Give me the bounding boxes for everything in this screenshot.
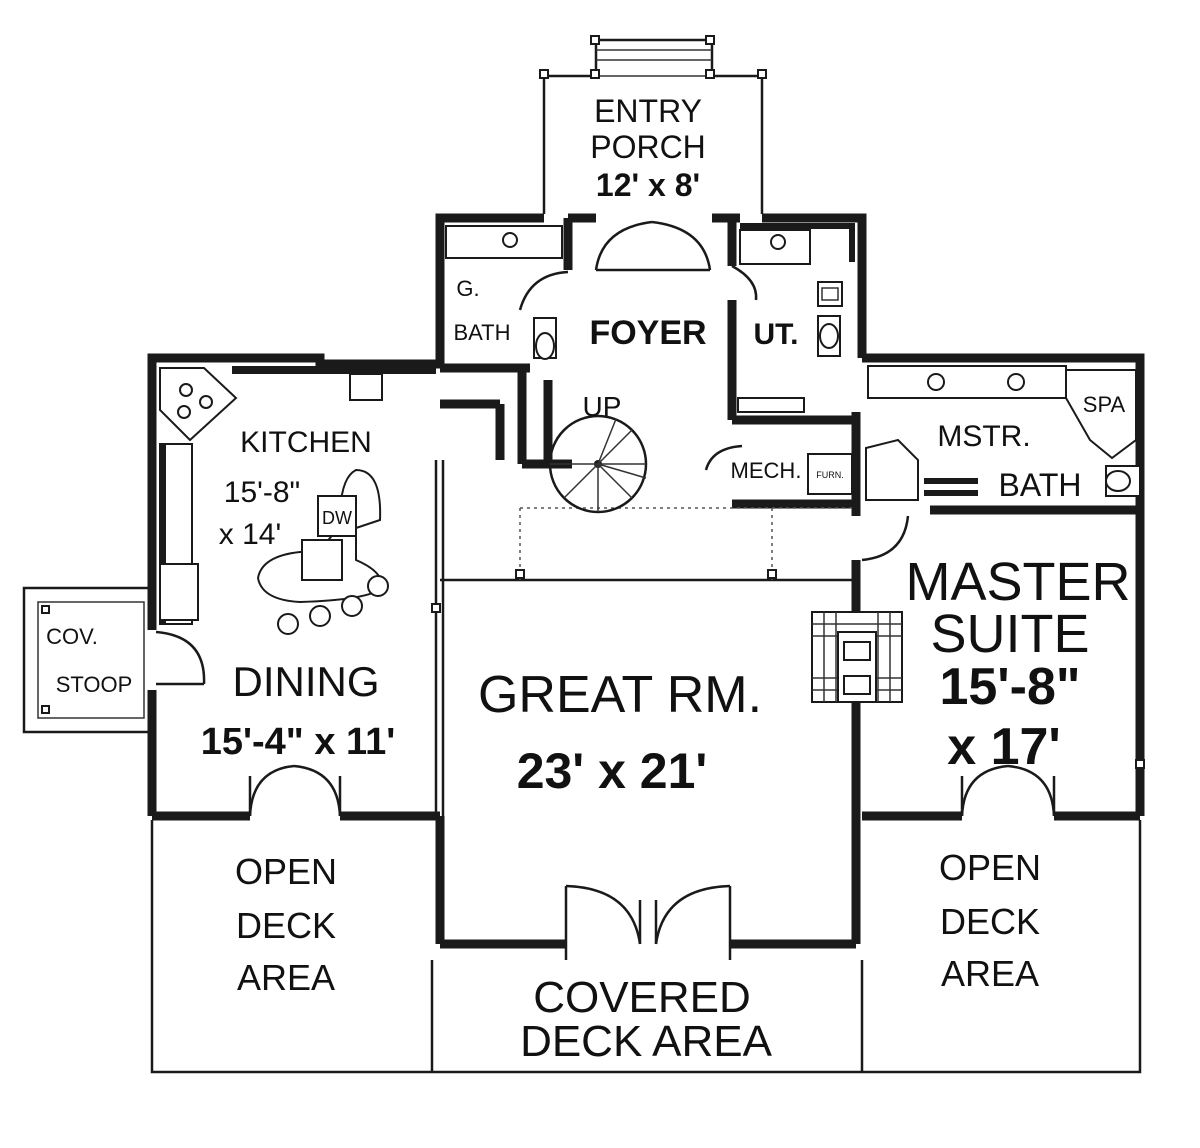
master-suite-label: SUITE — [930, 604, 1089, 664]
master-bath-fixtures — [865, 365, 1141, 501]
open-deck-left-label: DECK — [236, 905, 336, 946]
stair-label: UP — [583, 391, 622, 422]
open-deck-left-label: OPEN — [235, 851, 337, 892]
sink-icon — [1007, 373, 1025, 391]
covered-deck-label: COVERED — [533, 973, 751, 1022]
furnace-label: FURN. — [816, 470, 844, 480]
stool-icon — [277, 613, 299, 635]
interior-walls — [434, 218, 1140, 816]
foyer-label: FOYER — [589, 314, 706, 352]
furnace-icon — [807, 453, 853, 495]
stool-icon — [341, 595, 363, 617]
great-room-door-icon[interactable] — [564, 884, 732, 960]
cov-stoop-label: STOOP — [56, 672, 133, 697]
master-suite-size: x 17' — [947, 718, 1061, 776]
guest-bath-label: G. — [456, 276, 479, 301]
kitchen-label: KITCHEN — [240, 426, 372, 459]
open-deck-right-label: DECK — [940, 901, 1040, 942]
fireplace-icon — [811, 611, 903, 703]
mech-fixtures — [704, 444, 853, 495]
open-deck-left-label: AREA — [237, 957, 335, 998]
entry-porch-label: ENTRY — [594, 93, 702, 129]
cov-stoop-label: COV. — [46, 624, 98, 649]
spiral-stair-icon[interactable] — [548, 414, 648, 514]
open-deck-right-label: OPEN — [939, 847, 1041, 888]
spa-tub-icon — [1065, 369, 1137, 460]
posts — [41, 35, 1145, 769]
stool-icon — [367, 575, 389, 597]
stool-icon — [309, 605, 331, 627]
sink-icon — [770, 234, 786, 250]
entry-porch-size: 12' x 8' — [596, 167, 700, 203]
master-suite-size: 15'-8" — [939, 658, 1080, 716]
open-deck-right-label: AREA — [941, 953, 1039, 994]
dining-door-icon[interactable] — [248, 764, 342, 817]
dishwasher-label: DW — [322, 508, 352, 528]
master-bath-label: BATH — [999, 467, 1082, 503]
mech-label: MECH. — [731, 458, 802, 483]
sink-icon — [502, 232, 518, 248]
dining-size: 15'-4" x 11' — [201, 721, 396, 763]
dining-label: DINING — [233, 658, 380, 705]
guest-bath-fixtures — [445, 225, 569, 360]
kitchen-fixtures — [155, 366, 436, 686]
master-suite-label: MASTER — [905, 552, 1130, 612]
master-bath-label: MSTR. — [937, 420, 1030, 453]
entry-porch-label: PORCH — [590, 129, 706, 165]
kitchen-size: x 14' — [219, 518, 281, 551]
spa-label: SPA — [1083, 392, 1126, 417]
great-room-size: 23' x 21' — [517, 743, 708, 799]
utility-fixtures — [731, 223, 855, 413]
kitchen-size: 15'-8" — [224, 476, 300, 509]
exterior-walls — [146, 213, 1145, 949]
covered-deck-label: DECK AREA — [520, 1017, 773, 1066]
dishwasher-icon — [317, 495, 357, 537]
sink-icon — [927, 373, 945, 391]
entry-door-icon[interactable] — [594, 220, 712, 272]
great-room-label: GREAT RM. — [478, 666, 762, 724]
stove-icon — [159, 367, 238, 442]
guest-bath-label: BATH — [453, 320, 510, 345]
deck-outlines — [22, 38, 1142, 1074]
shower-icon — [865, 438, 919, 501]
master-door-icon[interactable] — [861, 515, 1056, 817]
utility-label: UT. — [754, 318, 799, 351]
